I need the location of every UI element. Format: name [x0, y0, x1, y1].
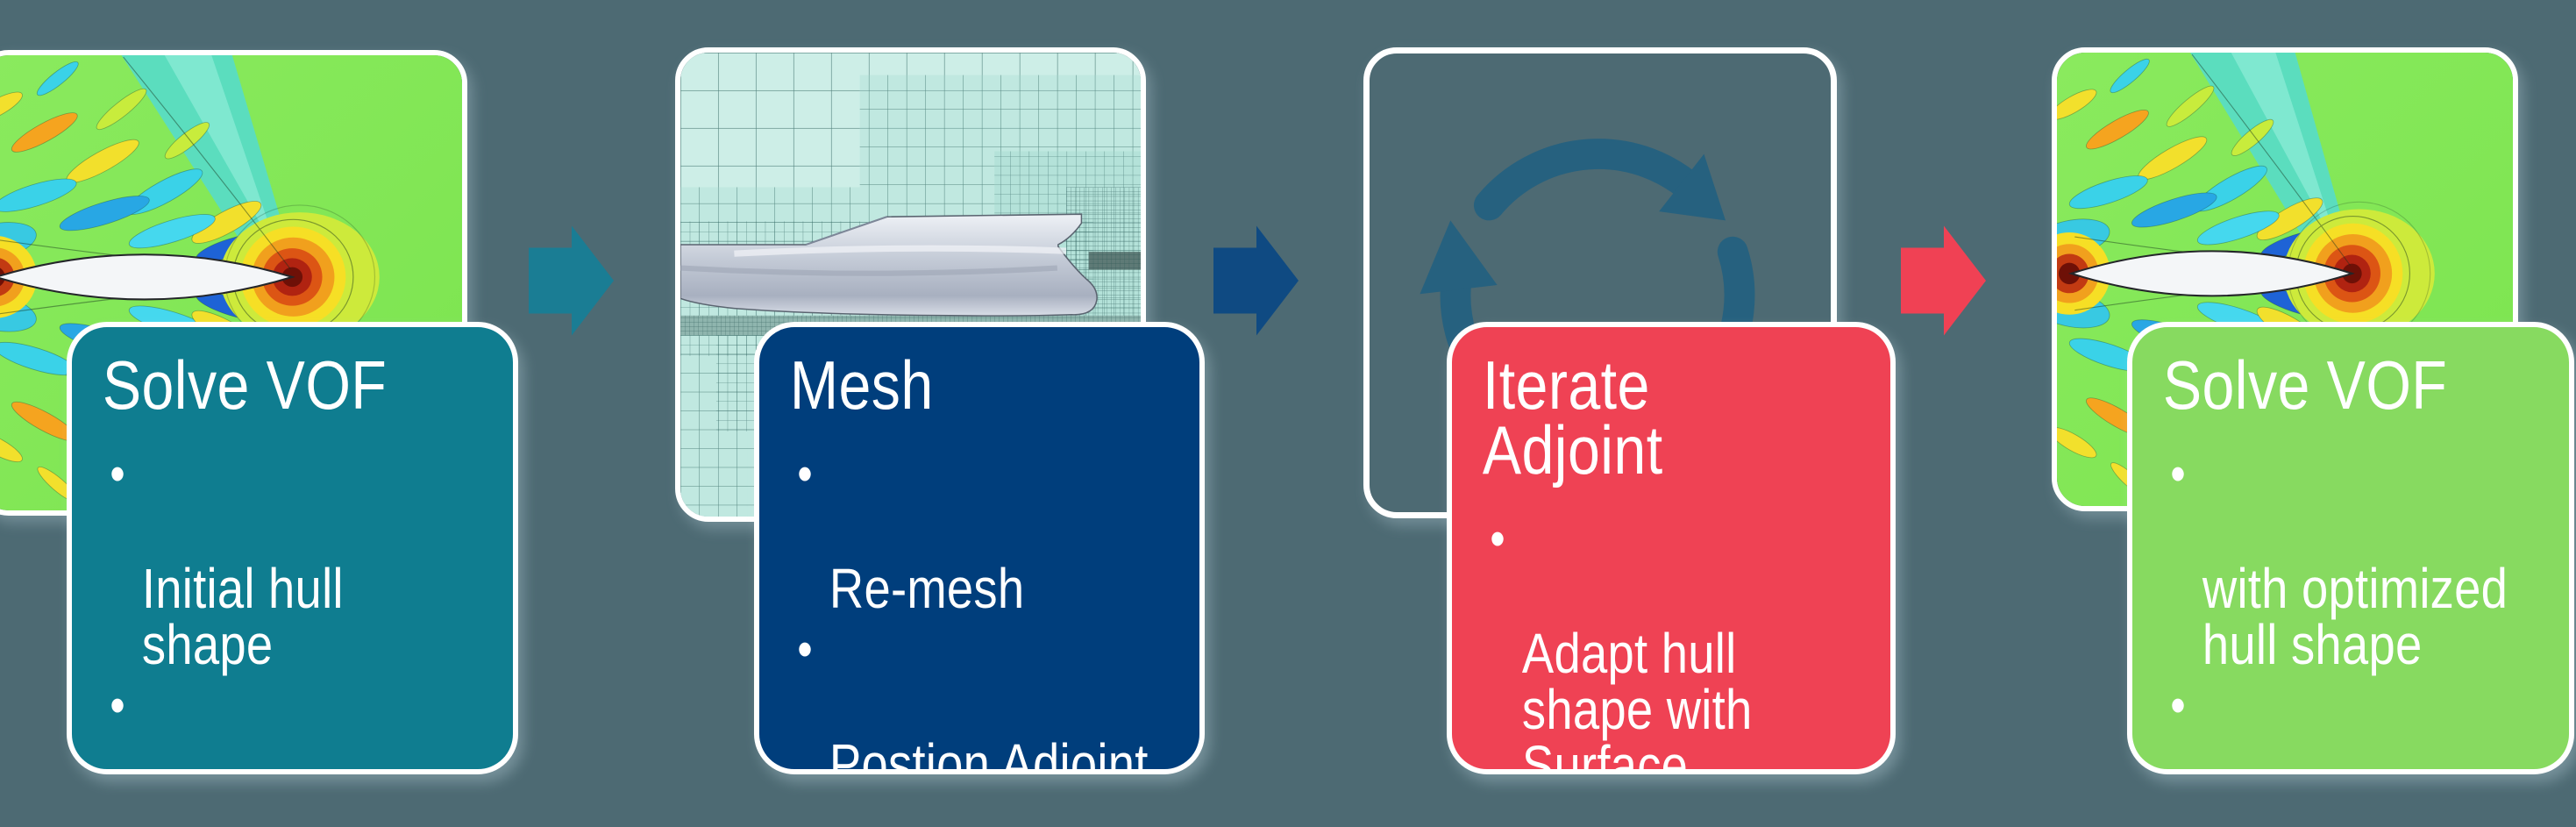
step1-title: Solve VOF: [102, 346, 388, 424]
flow-arrow-2-icon: [1213, 225, 1299, 336]
bullet-marker: •: [797, 621, 813, 678]
step3-text-box: Iterate Adjoint • Adapt hull shape with …: [1447, 322, 1896, 774]
bullet-item: • Free motion: [2163, 677, 2569, 769]
bullet-item: • Adapt hull shape with Surface Sensitiv…: [1483, 510, 1890, 774]
bullet-marker: •: [110, 677, 125, 734]
step2-title: Mesh: [789, 346, 934, 424]
flow-arrow-3-icon: [1901, 225, 1986, 336]
step1-bullets: • Initial hull shape • Free motion: [103, 446, 513, 769]
bullet-marker: •: [797, 446, 813, 503]
bullet-marker: •: [1490, 510, 1505, 567]
step4-bullets: • with optimized hull shape • Free motio…: [2163, 446, 2569, 769]
bullet-marker: •: [110, 446, 125, 503]
bullet-text: Re-mesh: [829, 557, 1025, 620]
bullet-marker: •: [2170, 446, 2186, 503]
bullet-text: Adapt hull shape with Surface Sensitivit…: [1521, 622, 1753, 774]
bullet-text: with optimized hull shape: [2202, 557, 2508, 676]
step4-title: Solve VOF: [2162, 346, 2448, 424]
bullet-item: • with optimized hull shape: [2163, 446, 2569, 676]
step1-text-box: Solve VOF • Initial hull shape • Free mo…: [67, 322, 518, 774]
step3-bullets: • Adapt hull shape with Surface Sensitiv…: [1483, 510, 1890, 774]
bullet-text: Postion Adjoint domain on Body CSys: [829, 732, 1149, 774]
flow-arrow-1-icon: [529, 225, 614, 336]
bullet-item: • Initial hull shape: [103, 446, 513, 676]
bullet-marker: •: [2170, 677, 2186, 734]
bullet-text: Initial hull shape: [141, 557, 344, 676]
bullet-item: • Free motion: [103, 677, 513, 769]
step2-text-box: Mesh • Re-mesh • Postion Adjoint domain …: [754, 322, 1205, 774]
step4-text-box: Solve VOF • with optimized hull shape • …: [2127, 322, 2574, 774]
step2-bullets: • Re-mesh • Postion Adjoint domain on Bo…: [790, 446, 1199, 774]
step3-title: Iterate Adjoint: [1482, 346, 1663, 488]
bullet-item: • Postion Adjoint domain on Body CSys: [790, 621, 1199, 774]
bullet-item: • Re-mesh: [790, 446, 1199, 620]
